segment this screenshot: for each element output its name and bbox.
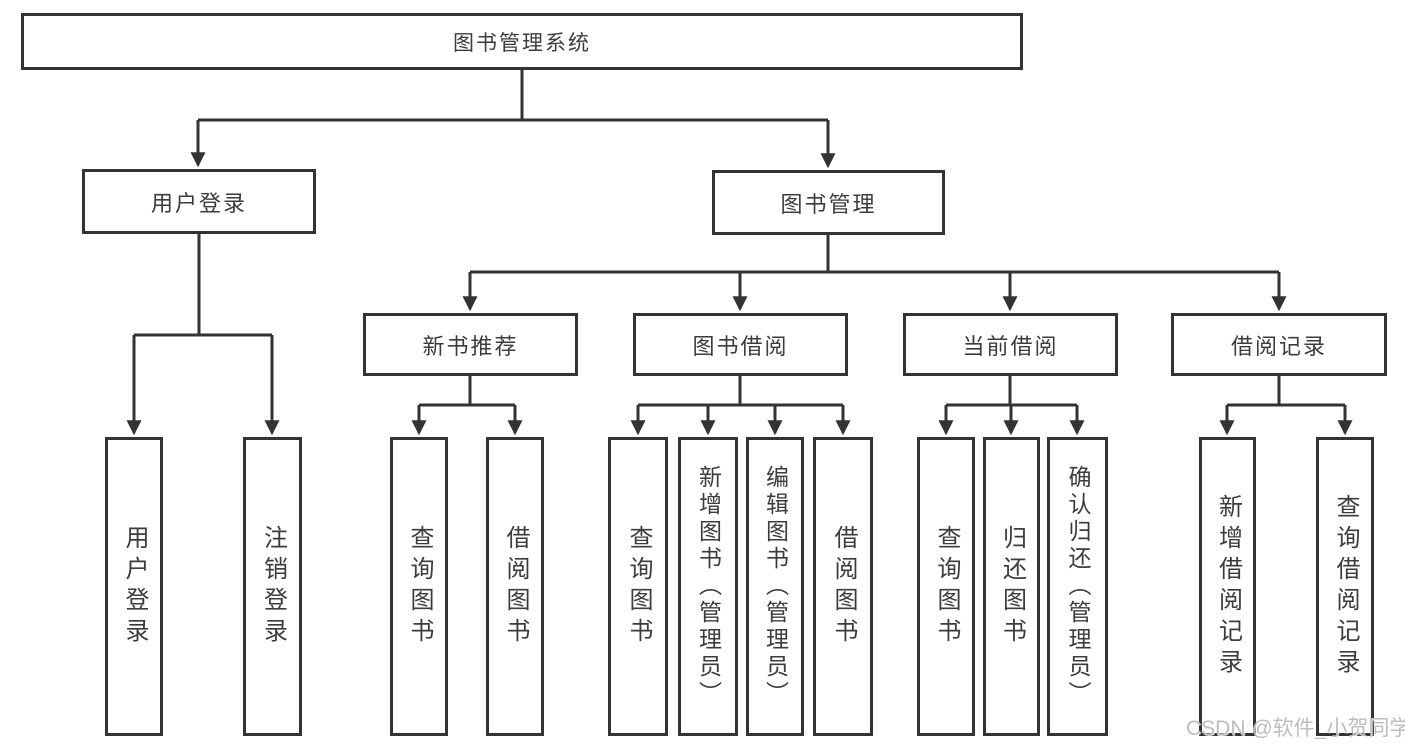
leaf-label: 查询图书 bbox=[933, 524, 960, 649]
node-label: 图书管理系统 bbox=[453, 31, 591, 55]
leaf-label: 借阅图书 bbox=[830, 524, 857, 649]
leaf-label: 查询图书 bbox=[625, 524, 652, 649]
leaf-user-login: 用户登录 bbox=[105, 437, 163, 736]
node-label: 用户登录 bbox=[150, 190, 247, 216]
leaf-nb-borrow-books: 借阅图书 bbox=[486, 437, 544, 736]
node-label: 当前借阅 bbox=[962, 333, 1059, 359]
node-book-management: 图书管理 bbox=[712, 170, 945, 235]
leaf-label: 新增图书（管理员） bbox=[695, 465, 722, 708]
trunk-book-borrow bbox=[638, 376, 843, 407]
leaf-label: 确认归还（管理员） bbox=[1065, 465, 1091, 708]
node-user-login: 用户登录 bbox=[82, 169, 316, 234]
node-root-library-system: 图书管理系统 bbox=[21, 13, 1023, 70]
trunk-new-book bbox=[419, 376, 515, 407]
node-new-book-recommend: 新书推荐 bbox=[363, 313, 578, 376]
leaf-label: 归还图书 bbox=[998, 524, 1026, 649]
leaf-cb-query-books: 查询图书 bbox=[917, 437, 975, 736]
trunk-book-management bbox=[470, 235, 1279, 274]
leaf-bb-add-books-admin: 新增图书（管理员） bbox=[678, 437, 738, 736]
leaf-br-add-record: 新增借阅记录 bbox=[1199, 437, 1256, 736]
leaf-bb-borrow-books: 借阅图书 bbox=[813, 437, 873, 736]
leaf-logout: 注销登录 bbox=[243, 437, 302, 736]
leaf-label: 新增借阅记录 bbox=[1214, 493, 1242, 680]
node-label: 借阅记录 bbox=[1230, 333, 1327, 359]
csdn-watermark: CSDN @软件_小贺同学 bbox=[1186, 717, 1405, 740]
node-borrow-records: 借阅记录 bbox=[1171, 313, 1387, 376]
trunk-root bbox=[198, 70, 828, 122]
node-label: 图书管理 bbox=[780, 191, 877, 217]
leaf-bb-query-books: 查询图书 bbox=[608, 437, 668, 736]
node-label: 新书推荐 bbox=[422, 333, 519, 359]
node-current-borrow: 当前借阅 bbox=[903, 313, 1118, 376]
node-label: 图书借阅 bbox=[692, 333, 789, 359]
leaf-label: 编辑图书（管理员） bbox=[762, 465, 789, 708]
leaf-label: 查询图书 bbox=[406, 524, 433, 649]
leaf-br-query-record: 查询借阅记录 bbox=[1316, 437, 1374, 736]
leaf-label: 用户登录 bbox=[121, 524, 148, 649]
leaf-bb-edit-books-admin: 编辑图书（管理员） bbox=[746, 437, 804, 736]
leaf-nb-query-books: 查询图书 bbox=[390, 437, 448, 736]
leaf-label: 查询借阅记录 bbox=[1332, 493, 1359, 680]
trunk-user-login bbox=[134, 234, 272, 337]
trunk-borrow-records bbox=[1227, 376, 1345, 407]
trunk-current-borrow bbox=[946, 376, 1077, 407]
leaf-label: 借阅图书 bbox=[502, 524, 529, 649]
node-book-borrow: 图书借阅 bbox=[633, 313, 848, 376]
leaf-label: 注销登录 bbox=[259, 524, 287, 649]
leaf-cb-return-books: 归还图书 bbox=[983, 437, 1040, 736]
leaf-cb-confirm-return-admin: 确认归还（管理员） bbox=[1047, 437, 1108, 736]
